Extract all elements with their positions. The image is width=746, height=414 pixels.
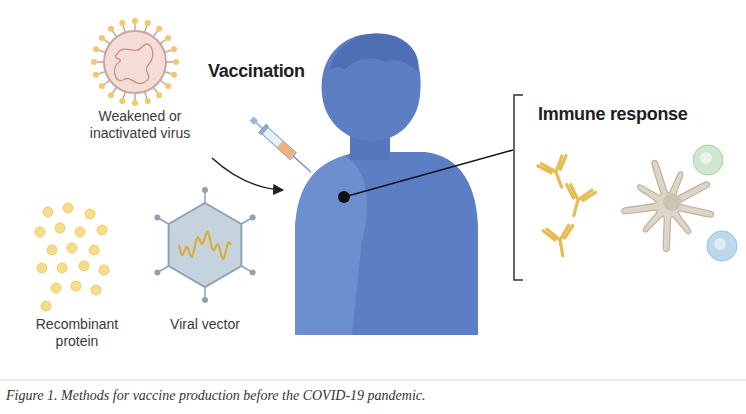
dendritic-cell [622, 161, 714, 252]
protein-dot [41, 301, 51, 311]
antibody-chain [537, 155, 575, 193]
protein-dot [89, 245, 99, 255]
spike-tip [145, 20, 151, 26]
vaccine-type-label: Viral vector [148, 316, 262, 333]
spike-tip [108, 92, 114, 98]
syringe [248, 114, 315, 176]
fiber-knob [154, 270, 160, 276]
protein-dot [67, 243, 77, 253]
protein-dot [55, 223, 65, 233]
protein-dot [51, 283, 61, 293]
spike-tip [171, 72, 177, 78]
spike-tip [93, 46, 99, 52]
blue-cell [707, 231, 737, 261]
spike-tip [173, 59, 179, 65]
person-silhouette [295, 33, 478, 335]
leader-line [344, 150, 513, 197]
fiber-knob [202, 187, 208, 193]
protein-dot [71, 281, 81, 291]
needle [293, 156, 311, 172]
viral-vector-icon [154, 187, 255, 303]
fiber-knob [154, 215, 160, 221]
protein-dot [57, 263, 67, 273]
fiber-knob [202, 297, 208, 303]
antibody [543, 225, 578, 259]
spike-tip [156, 92, 162, 98]
body [295, 152, 478, 335]
barrel [262, 127, 296, 159]
liquid [277, 141, 295, 158]
protein-dot [85, 209, 95, 219]
green-cell [693, 145, 723, 175]
fiber-knob [250, 270, 256, 276]
protein-dot [37, 263, 47, 273]
vaccine-type-label: Recombinant protein [22, 316, 132, 350]
antibody [559, 184, 595, 220]
injection-dot [338, 191, 350, 203]
spike-tip [132, 18, 138, 24]
cell-body [622, 161, 714, 252]
stage-heading: Vaccination [208, 60, 338, 82]
spike-tip [156, 26, 162, 32]
highlight [700, 152, 712, 164]
protein-dot [75, 227, 85, 237]
spike-tip [119, 20, 125, 26]
cell-nucleus [663, 193, 681, 211]
antibody-chain [559, 184, 595, 220]
virus-envelope [104, 31, 166, 93]
protein-dot [91, 285, 101, 295]
spike-tip [171, 46, 177, 52]
antibody-chain [543, 225, 578, 259]
spike-tip [145, 98, 151, 104]
capsid [169, 203, 242, 287]
vaccine-type-label: Weakened or inactivated virus [78, 108, 202, 142]
arrow [212, 158, 282, 190]
highlight [714, 238, 726, 250]
spike-tip [99, 83, 105, 89]
spike-tip [108, 26, 114, 32]
head [322, 34, 421, 142]
caption-rule [0, 380, 746, 381]
protein-dot [43, 207, 53, 217]
spike-tip [93, 72, 99, 78]
protein-dot [47, 245, 57, 255]
stage-heading: Immune response [538, 103, 718, 125]
protein-dot [79, 261, 89, 271]
figure-caption: Figure 1. Methods for vaccine production… [6, 387, 740, 404]
vector-genome [179, 232, 231, 259]
protein-dot [35, 227, 45, 237]
protein-dot [99, 265, 109, 275]
antibodies [537, 155, 595, 259]
spike-tip [165, 83, 171, 89]
hair [330, 33, 419, 72]
spike-tip [91, 59, 97, 65]
spike-tip [165, 35, 171, 41]
virus-genome [115, 44, 153, 84]
protein-dots [35, 203, 109, 311]
virus-icon [91, 18, 179, 106]
bracket [514, 95, 523, 280]
protein-dot [97, 225, 107, 235]
arm [295, 156, 367, 335]
protein-dot [63, 203, 73, 213]
spike-tip [99, 35, 105, 41]
antibody [537, 155, 575, 193]
fiber-knob [250, 215, 256, 221]
spike-tip [132, 100, 138, 106]
spike-tip [119, 98, 125, 104]
